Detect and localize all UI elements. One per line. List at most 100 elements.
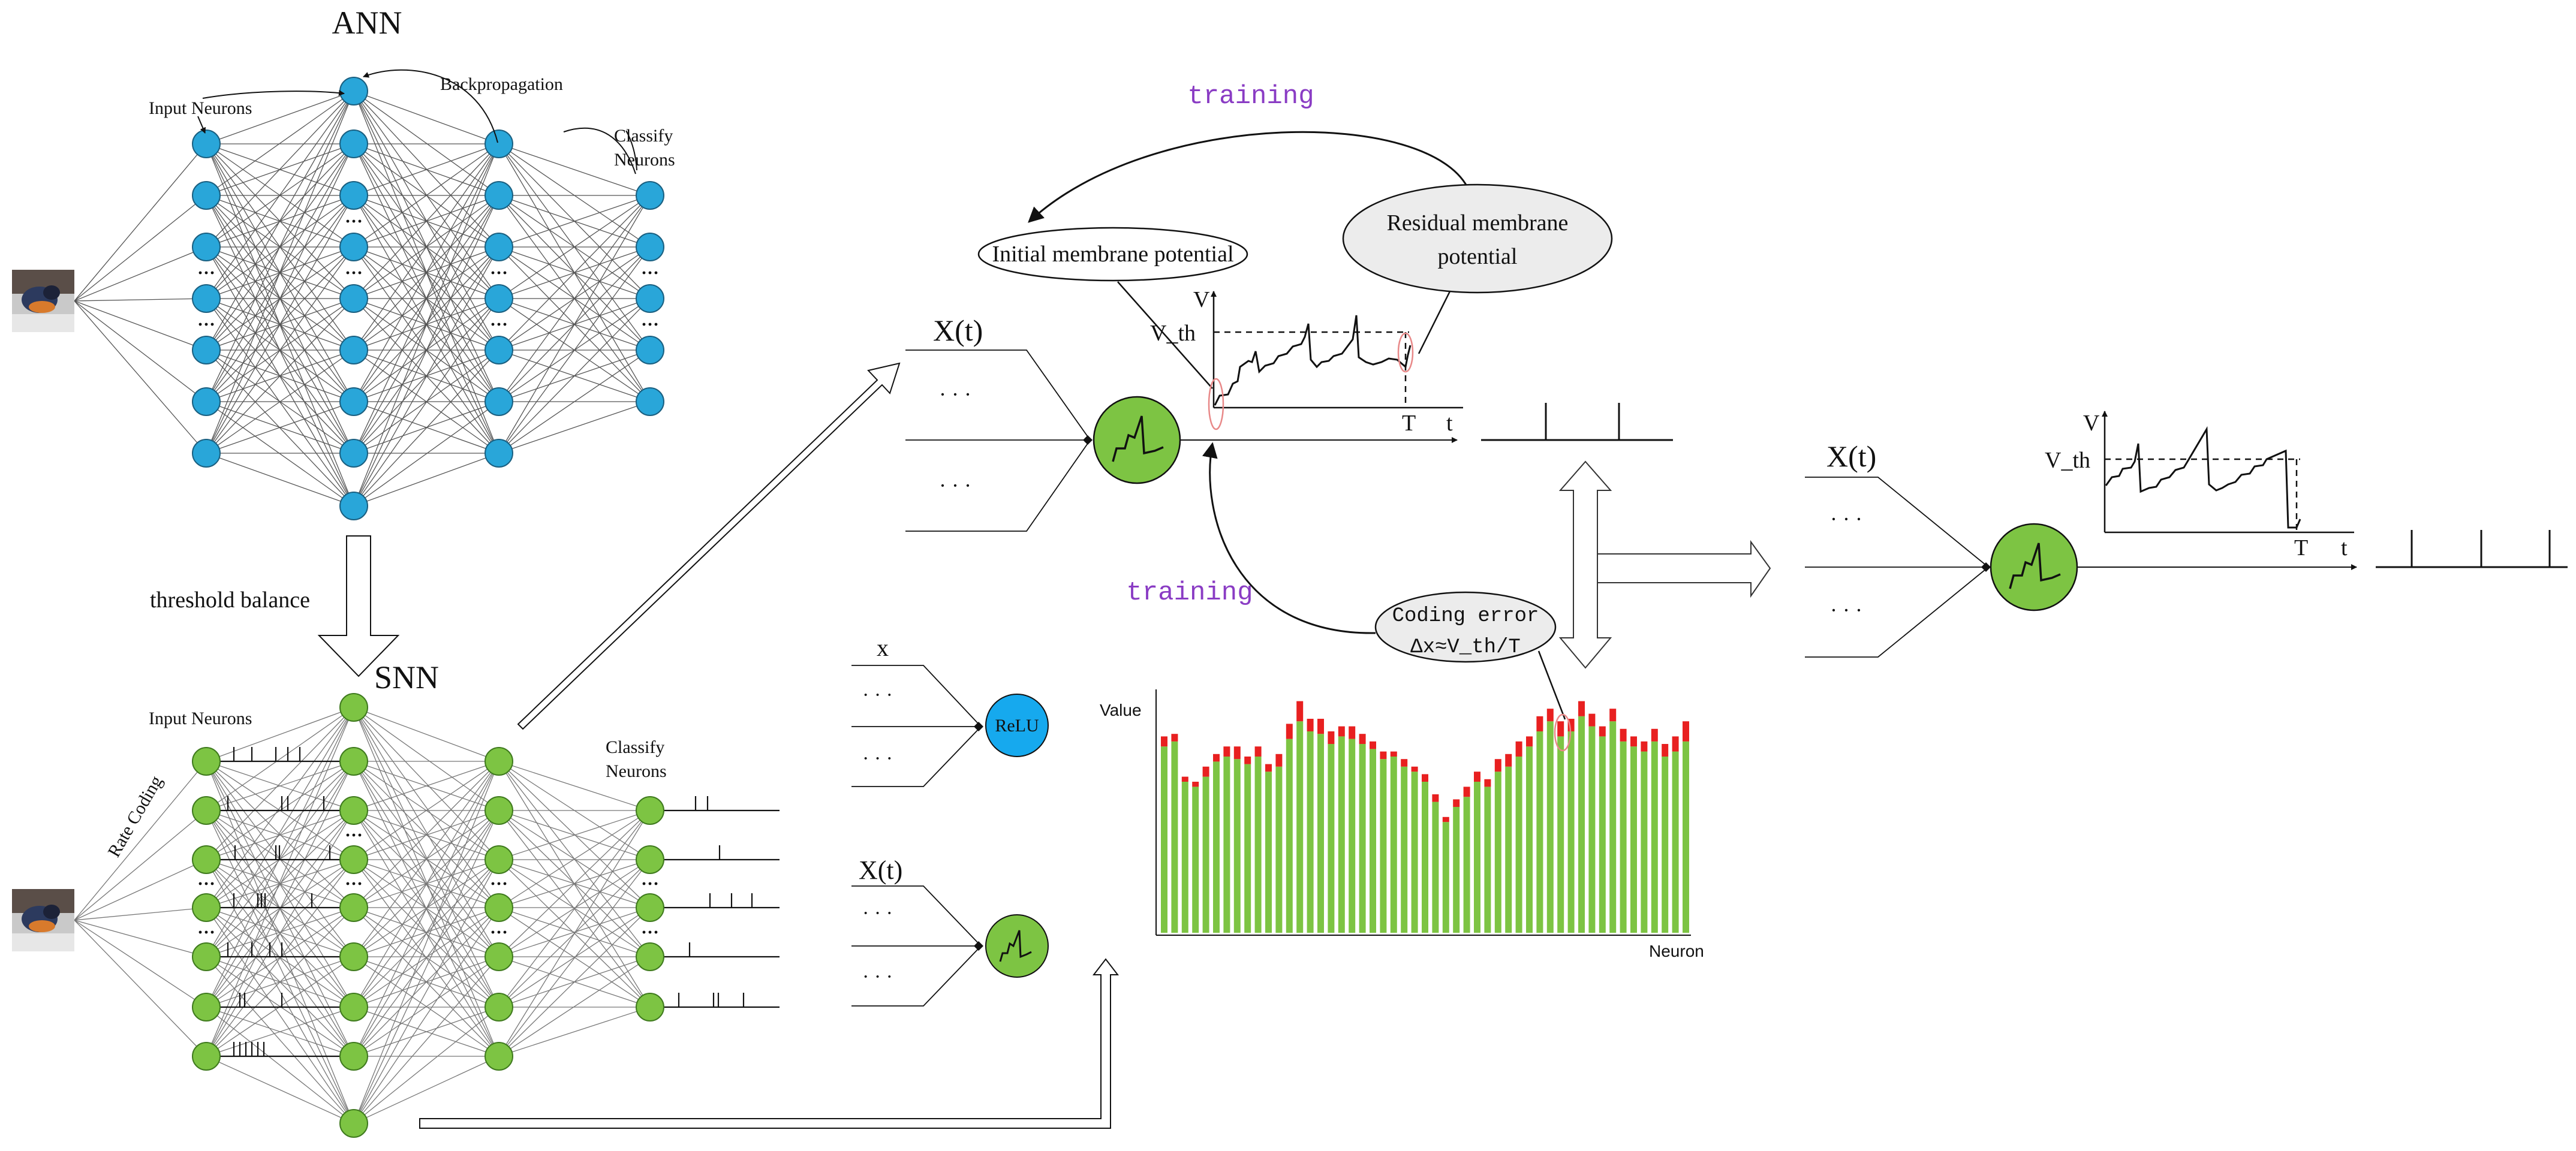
chart-error-segment xyxy=(1296,701,1304,722)
ann-connection xyxy=(498,401,651,454)
residual-potential-ellipse xyxy=(1342,183,1613,294)
snn-connection xyxy=(206,907,354,957)
ann-connections xyxy=(74,91,651,507)
snn-connection xyxy=(206,1056,354,1124)
ellipsis-dot xyxy=(352,219,356,223)
snn-neuron xyxy=(484,845,513,874)
coding-error-marker xyxy=(1554,713,1572,752)
right-section: X(t) · · · · · · V V_th T t xyxy=(1805,411,2568,658)
snn-connection xyxy=(498,907,651,1057)
snn-connection xyxy=(498,907,651,957)
snn-spike-trains xyxy=(206,747,780,1057)
membrane-v-label: V xyxy=(1193,287,1210,312)
snn-neuron xyxy=(339,993,368,1022)
chart-error-segment xyxy=(1244,757,1251,764)
snn-connection xyxy=(353,707,499,762)
chart-bar xyxy=(1494,772,1501,933)
ann-connection xyxy=(498,195,651,351)
chart-error-segment xyxy=(1161,736,1167,747)
membrane-t-axis-label: t xyxy=(1446,411,1453,436)
ann-input-image xyxy=(12,270,74,332)
ann-neuron xyxy=(339,387,368,416)
ann-connection xyxy=(206,453,354,507)
right-spiking-neuron xyxy=(1990,523,2078,611)
chart-bar xyxy=(1630,746,1637,933)
chart-error-segment xyxy=(1641,741,1648,752)
chart-bar xyxy=(1474,782,1480,933)
ann-input-connection xyxy=(74,195,207,302)
ann-neuron xyxy=(339,439,368,468)
right-t-axis-label: t xyxy=(2341,535,2348,561)
snn-connection xyxy=(353,1056,499,1124)
center-spiking-neuron xyxy=(1093,396,1181,484)
chart-error-segment xyxy=(1328,731,1335,744)
snn-connection xyxy=(353,810,499,1057)
spiking-unit-dots-1: · · · xyxy=(862,902,893,924)
ann-connection xyxy=(353,91,499,248)
snn-connection xyxy=(498,1007,651,1057)
snn-neuron xyxy=(636,993,664,1022)
ellipsis-dot xyxy=(648,930,652,934)
snn-connection xyxy=(498,810,651,957)
snn-connection xyxy=(353,1007,499,1057)
chart-bar xyxy=(1588,726,1596,933)
snn-connection xyxy=(206,761,354,811)
chart-bar xyxy=(1578,716,1585,933)
ellipsis-dot xyxy=(204,882,208,885)
snn-connection xyxy=(498,761,651,1008)
ann-neuron xyxy=(636,284,664,313)
snn-connection xyxy=(206,761,354,1124)
ellipsis-dot xyxy=(210,271,214,275)
snn-neuron xyxy=(484,1042,513,1071)
chart-error-segment xyxy=(1380,751,1387,760)
chart-bar xyxy=(1161,746,1167,933)
snn-neuron xyxy=(192,993,221,1022)
initial-potential-marker xyxy=(1208,378,1224,430)
ann-input-connection xyxy=(74,298,207,302)
ellipsis-dot xyxy=(648,323,652,326)
snn-neuron xyxy=(339,1109,368,1138)
ellipsis-dot xyxy=(503,271,507,275)
chart-error-segment xyxy=(1578,701,1585,716)
snn-connection xyxy=(353,907,499,1057)
top-training-label: training xyxy=(1187,82,1314,112)
snn-input-connection xyxy=(74,920,207,957)
ellipsis-dot xyxy=(503,930,507,934)
residual-potential-label-1: Residual membrane xyxy=(1387,210,1569,236)
ann-neuron xyxy=(484,336,513,364)
chart-error-segment xyxy=(1494,759,1501,772)
ann-connection xyxy=(353,401,499,507)
ellipsis-dot xyxy=(642,930,646,934)
chart-error-segment xyxy=(1411,766,1418,772)
ann-connection xyxy=(206,91,354,196)
ann-connection xyxy=(498,195,651,402)
ann-connection xyxy=(206,91,354,454)
membrane-trace-icon xyxy=(999,930,1032,962)
snn-connection xyxy=(353,907,499,1124)
chart-error-segment xyxy=(1233,746,1241,760)
ann-input-neurons-label: Input Neurons xyxy=(149,98,252,118)
ellipsis-dot xyxy=(346,271,350,275)
snn-neuron xyxy=(339,693,368,722)
ellipsis-dot xyxy=(198,930,202,934)
snn-connection xyxy=(206,707,354,860)
snn-connection xyxy=(206,810,354,860)
right-input-label: X(t) xyxy=(1826,439,1876,473)
bottom-training-label: training xyxy=(1126,578,1253,608)
snn-connection xyxy=(498,859,651,1057)
chart-bar xyxy=(1463,797,1470,933)
ellipsis-dot xyxy=(352,271,356,275)
membrane-t-end-label: T xyxy=(1402,411,1416,436)
snn-neuron xyxy=(484,747,513,776)
ellipsis-dot xyxy=(352,882,356,885)
snn-connection xyxy=(353,707,499,1057)
ann-neuron xyxy=(484,129,513,158)
ann-neuron xyxy=(339,233,368,261)
snn-connection xyxy=(498,761,651,811)
chart-bar xyxy=(1181,782,1188,933)
snn-connection xyxy=(206,1007,354,1057)
ann-neuron xyxy=(192,439,221,468)
ann-neuron xyxy=(192,181,221,210)
ellipsis-dot xyxy=(210,930,214,934)
